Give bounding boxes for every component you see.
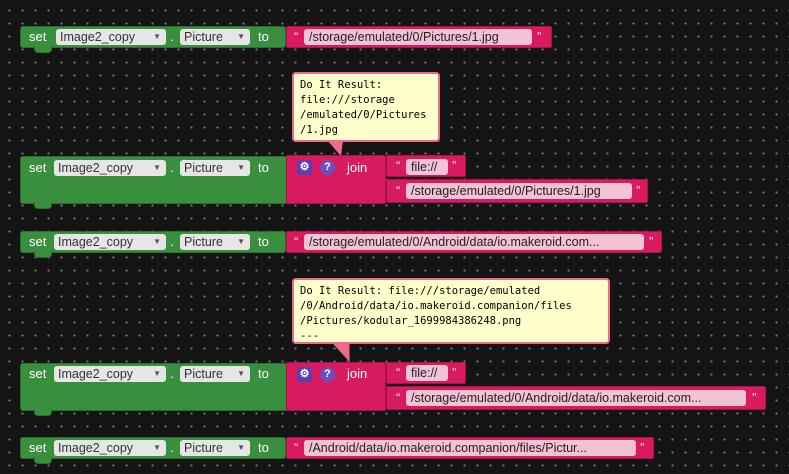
chevron-down-icon: ▼ — [237, 32, 245, 41]
open-quote: “ — [294, 440, 299, 455]
dot-label: . — [170, 160, 174, 175]
to-label: to — [258, 234, 269, 249]
property-dropdown[interactable]: Picture▼ — [180, 160, 250, 176]
component-dropdown[interactable]: Image2_copy▼ — [54, 440, 166, 456]
tooltip-tail — [327, 140, 349, 156]
chevron-down-icon: ▼ — [153, 163, 161, 172]
close-quote: ” — [649, 234, 654, 249]
chevron-down-icon: ▼ — [153, 32, 161, 41]
dot-label: . — [170, 366, 174, 381]
dot-label: . — [170, 440, 174, 455]
text-field[interactable]: /storage/emulated/0/Android/data/io.make… — [304, 234, 644, 250]
close-quote: ” — [636, 183, 641, 198]
dot-label: . — [170, 29, 174, 44]
open-quote: “ — [294, 234, 299, 249]
chevron-down-icon: ▼ — [237, 163, 245, 172]
text-field[interactable]: file:// — [406, 365, 448, 381]
property-dropdown[interactable]: Picture▼ — [180, 29, 250, 45]
set-label: set — [29, 29, 47, 44]
component-dropdown[interactable]: Image2_copy▼ — [54, 160, 166, 176]
text-field[interactable]: /storage/emulated/0/Pictures/1.jpg — [304, 29, 532, 45]
close-quote: ” — [640, 440, 645, 455]
chevron-down-icon: ▼ — [237, 237, 245, 246]
chevron-down-icon: ▼ — [153, 237, 161, 246]
chevron-down-icon: ▼ — [153, 443, 161, 452]
join-label: join — [347, 366, 368, 381]
set-label: set — [29, 440, 47, 455]
do-it-result-tooltip: Do It Result: file:///storage/emulated /… — [292, 278, 610, 344]
close-quote: ” — [537, 29, 542, 44]
property-dropdown[interactable]: Picture▼ — [180, 234, 250, 250]
do-it-result-tooltip: Do It Result: file:///storage /emulated/… — [292, 72, 440, 142]
question-icon[interactable]: ? — [320, 160, 335, 175]
close-quote: ” — [452, 158, 457, 173]
to-label: to — [258, 440, 269, 455]
join-label: join — [347, 160, 368, 175]
to-label: to — [258, 366, 269, 381]
set-label: set — [29, 234, 47, 249]
tooltip-tail — [331, 342, 359, 362]
chevron-down-icon: ▼ — [237, 369, 245, 378]
component-dropdown[interactable]: Image2_copy▼ — [56, 29, 166, 45]
property-dropdown[interactable]: Picture▼ — [180, 440, 250, 456]
component-dropdown[interactable]: Image2_copy▼ — [54, 234, 166, 250]
open-quote: “ — [396, 390, 401, 405]
text-field[interactable]: /storage/emulated/0/Pictures/1.jpg — [406, 183, 632, 199]
gear-icon[interactable]: ⚙ — [297, 367, 312, 382]
open-quote: “ — [396, 183, 401, 198]
chevron-down-icon: ▼ — [237, 443, 245, 452]
gear-icon[interactable]: ⚙ — [297, 160, 312, 175]
close-quote: ” — [452, 365, 457, 380]
chevron-down-icon: ▼ — [153, 369, 161, 378]
open-quote: “ — [294, 29, 299, 44]
question-icon[interactable]: ? — [320, 367, 335, 382]
set-label: set — [29, 366, 47, 381]
text-field[interactable]: /storage/emulated/0/Android/data/io.make… — [406, 390, 746, 406]
property-dropdown[interactable]: Picture▼ — [180, 366, 250, 382]
open-quote: “ — [396, 158, 401, 173]
set-label: set — [29, 160, 47, 175]
dot-label: . — [170, 234, 174, 249]
component-dropdown[interactable]: Image2_copy▼ — [54, 366, 166, 382]
to-label: to — [258, 160, 269, 175]
text-field[interactable]: /Android/data/io.makeroid.companion/file… — [304, 440, 636, 456]
open-quote: “ — [396, 365, 401, 380]
close-quote: ” — [752, 390, 757, 405]
to-label: to — [258, 29, 269, 44]
text-field[interactable]: file:// — [406, 159, 448, 175]
